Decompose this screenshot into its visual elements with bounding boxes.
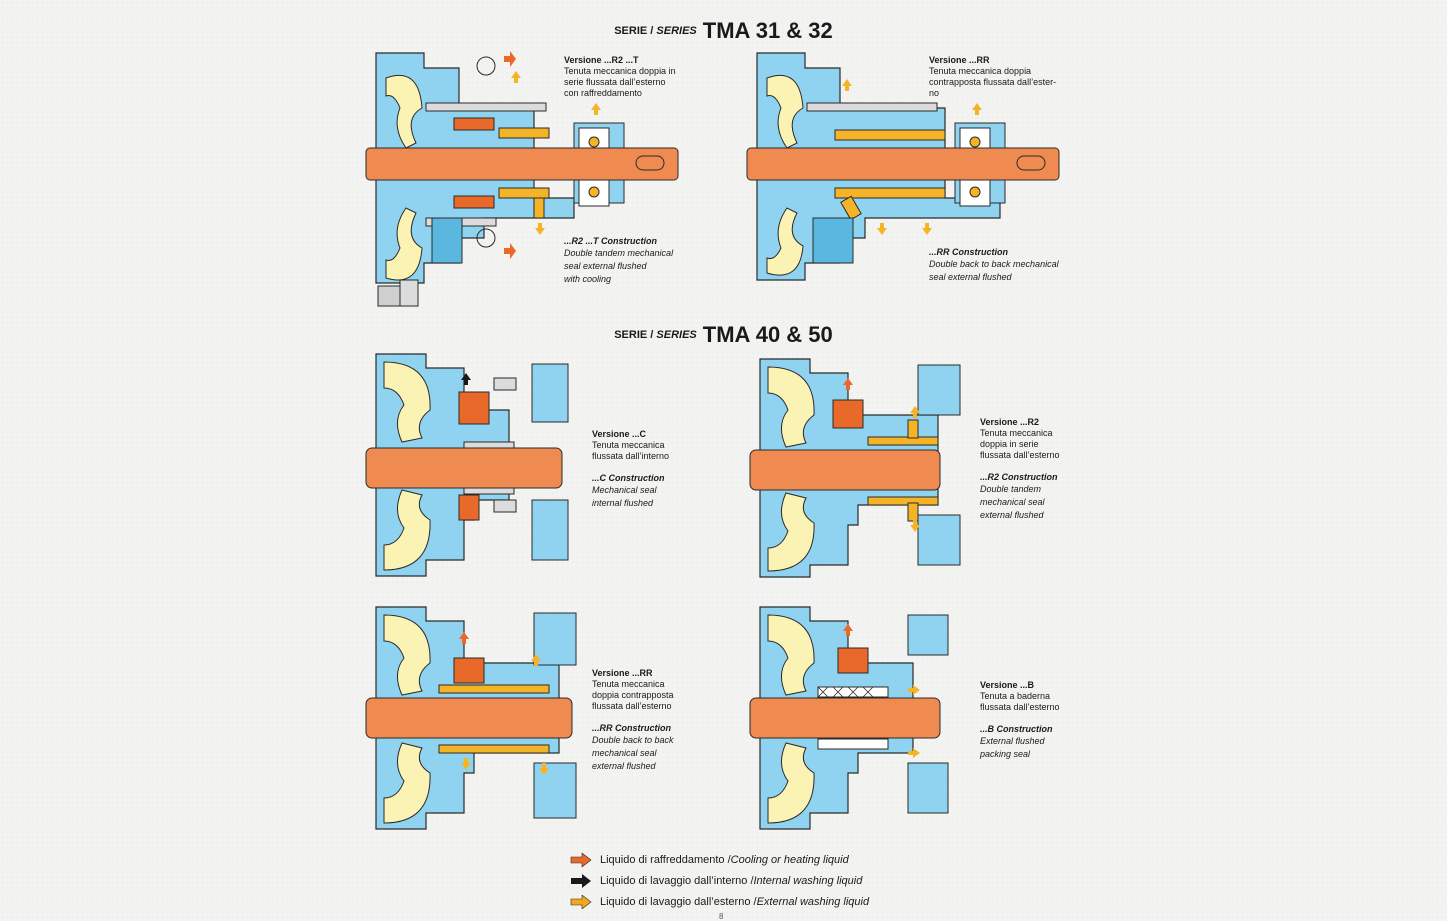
caption-rr-top: Versione ...RR Tenuta meccanica doppia c… — [929, 55, 1057, 98]
caption-b: Versione ...B Tenuta a baderna flussata … — [980, 680, 1060, 759]
series-title-tma-31-32: SERIE / SERIES TMA 31 & 32 — [0, 18, 1447, 44]
caption-r2t: Versione ...R2 ...T Tenuta meccanica dop… — [564, 55, 676, 98]
orange-arrow-icon — [570, 852, 592, 867]
legend-item-cooling: Liquido di raffreddamento / Cooling or h… — [570, 849, 869, 870]
yellow-arrow-icon — [570, 894, 592, 909]
caption-r2t-construction: ...R2 ...T Construction Double tandem me… — [564, 236, 674, 284]
caption-rr: Versione ...RR Tenuta meccanica doppia c… — [592, 668, 674, 771]
caption-r2: Versione ...R2 Tenuta meccanica doppia i… — [980, 417, 1060, 520]
series-title-tma-40-50: SERIE / SERIES TMA 40 & 50 — [0, 322, 1447, 348]
pump-drawing-b — [749, 606, 949, 830]
pump-drawing-rr-top — [746, 52, 1060, 281]
caption-rr-top-construction: ...RR Construction Double back to back m… — [929, 247, 1059, 282]
pump-drawing-rr — [365, 606, 577, 830]
serie-label: SERIE / SERIES — [614, 329, 697, 341]
page-number: 8 — [719, 912, 724, 921]
pump-drawing-r2 — [749, 358, 961, 578]
legend-item-internal-washing: Liquido di lavaggio dall’interno / Inter… — [570, 870, 869, 891]
serie-label: SERIE / SERIES — [614, 25, 697, 37]
legend-item-external-washing: Liquido di lavaggio dall’esterno / Exter… — [570, 891, 869, 912]
series-name: TMA 40 & 50 — [702, 322, 833, 347]
black-arrow-icon — [571, 873, 591, 888]
series-name: TMA 31 & 32 — [702, 18, 833, 43]
caption-c: Versione ...C Tenuta meccanica flussata … — [592, 429, 670, 508]
legend: Liquido di raffreddamento / Cooling or h… — [570, 849, 869, 912]
pump-drawing-r2t — [365, 51, 679, 307]
pump-drawing-c — [365, 353, 569, 577]
